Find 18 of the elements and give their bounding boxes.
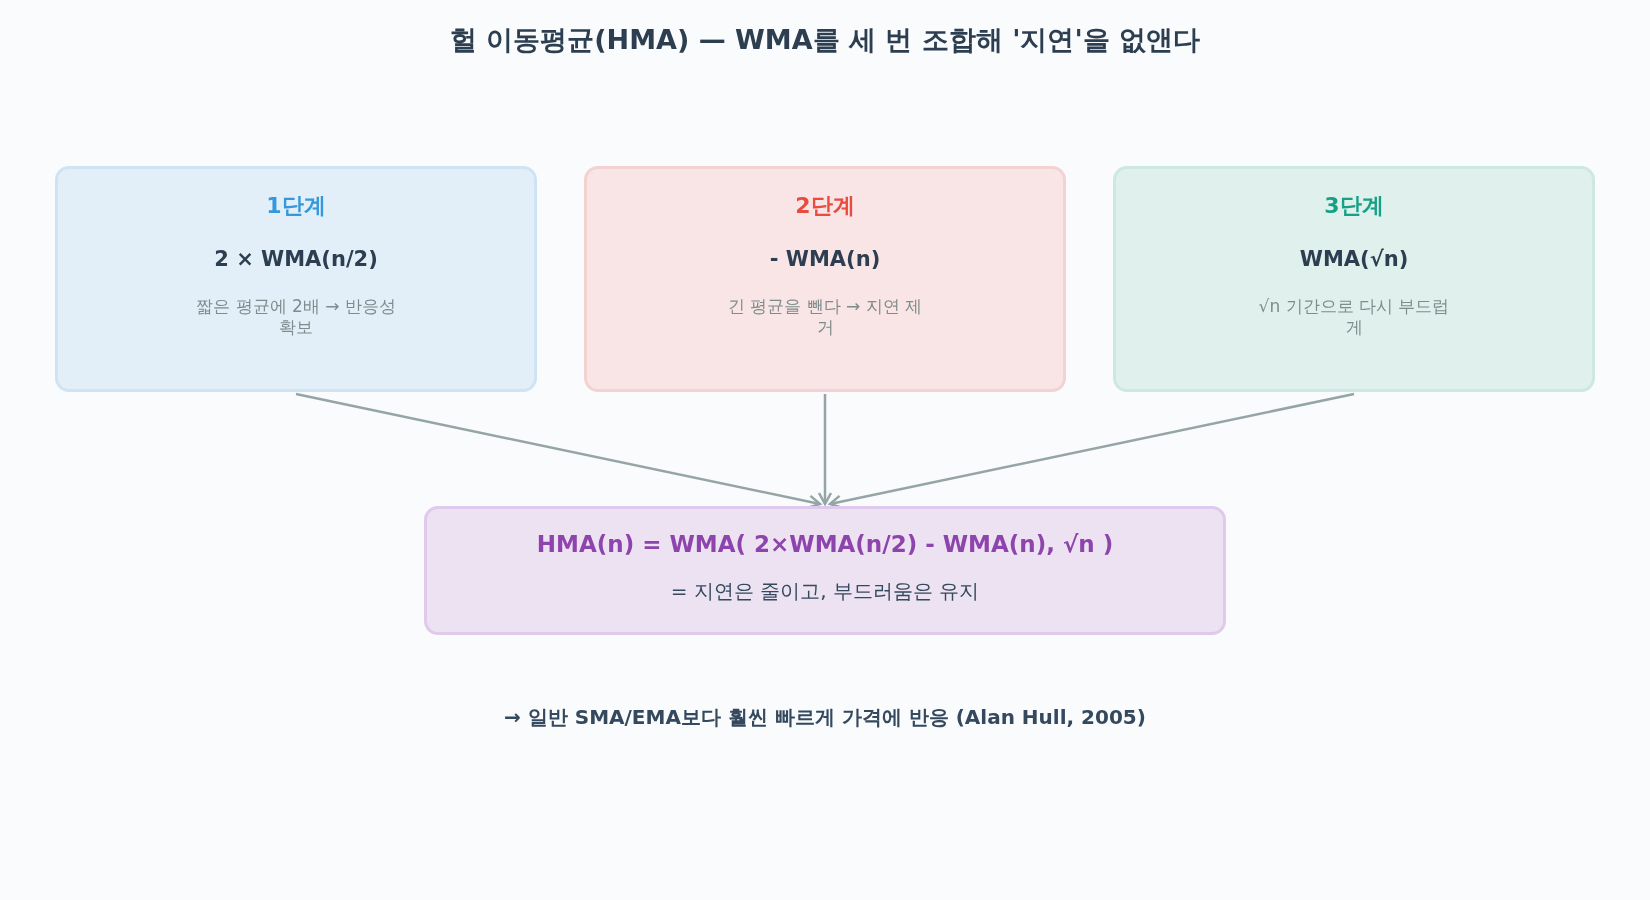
formula-text: 2 × WMA(n/2) (214, 246, 378, 273)
formula-text: WMA(√n) (1299, 246, 1409, 273)
step-heading: 3단계 (1324, 192, 1384, 220)
step-box (55, 166, 537, 392)
arrow (817, 394, 833, 506)
step-heading: 1단계 (266, 192, 326, 220)
note-text: → 일반 SMA/EMA보다 훨씬 빠르게 가격에 반응 (Alan Hull, 2005) (504, 704, 1146, 731)
description-text: √n 기간으로 다시 부드럽게 (1257, 295, 1451, 338)
step-box (1113, 166, 1595, 392)
formula-box (424, 506, 1226, 635)
title: 헐 이동평균(HMA) — WMA를 세 번 조합해 '지연'을 없앤다 (449, 23, 1201, 57)
step-heading: 2단계 (795, 192, 855, 220)
summary-text: = 지연은 줄이고, 부드러움은 유지 (670, 577, 980, 605)
description-text: 짧은 평균에 2배 → 반응성 확보 (196, 295, 396, 338)
description-text: 긴 평균을 뺀다 → 지연 제거 (726, 295, 924, 338)
formula-text: - WMA(n) (769, 246, 881, 273)
formula-text: HMA(n) = WMA( 2×WMA(n/2) - WMA(n), √n ) (536, 530, 1114, 559)
step-box (584, 166, 1066, 392)
